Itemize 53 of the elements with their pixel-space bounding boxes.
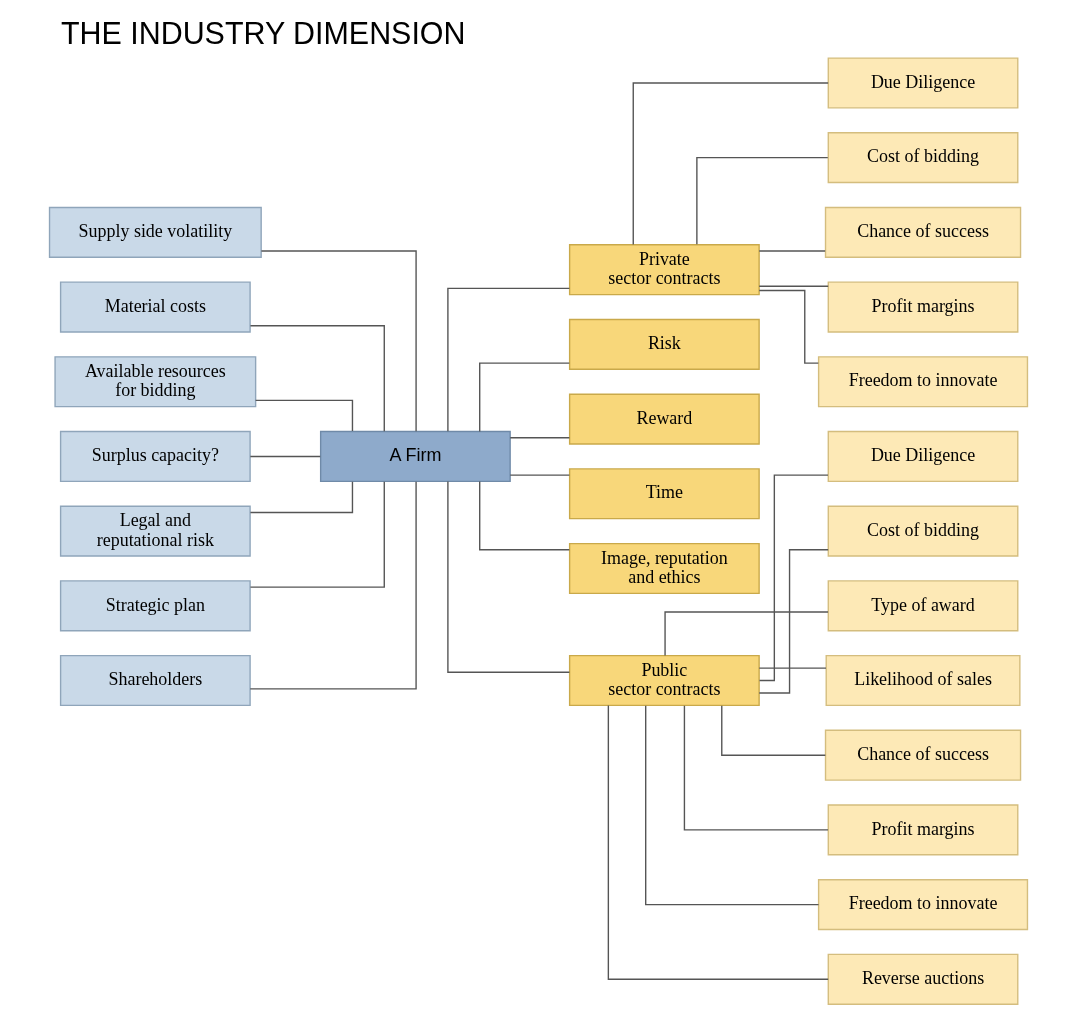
connector <box>758 667 827 669</box>
node-box: Risk <box>568 318 760 370</box>
node-box: Freedom to innovate <box>817 356 1028 408</box>
connector <box>446 287 570 432</box>
connector <box>260 250 417 432</box>
node-box: Available resources for bidding <box>53 356 256 408</box>
connector <box>249 481 353 514</box>
connector <box>758 285 829 287</box>
connector <box>509 474 570 476</box>
connector <box>720 705 826 756</box>
node-box: Strategic plan <box>59 580 251 632</box>
node-box: A Firm <box>319 430 511 483</box>
node-box: Surplus capacity? <box>59 430 251 483</box>
node-box: Chance of success <box>824 729 1021 781</box>
node-box: Type of award <box>827 580 1018 632</box>
node-box: Material costs <box>59 281 251 333</box>
connector <box>509 437 570 439</box>
node-box: Due Diligence <box>827 57 1018 109</box>
connector <box>478 362 570 433</box>
node-box: Supply side volatility <box>48 206 262 258</box>
connector <box>758 549 829 694</box>
connector <box>249 455 321 458</box>
node-box: Image, reputation and ethics <box>568 542 760 595</box>
node-box: Chance of success <box>824 206 1021 258</box>
connector <box>758 250 826 252</box>
node-box: Likelihood of sales <box>825 654 1021 707</box>
node-box: Time <box>568 468 760 520</box>
connector <box>478 480 570 551</box>
connector <box>758 474 829 682</box>
connector <box>695 156 828 245</box>
node-box: Private sector contracts <box>568 244 760 296</box>
connector <box>632 82 829 246</box>
node-box: Reverse auctions <box>827 953 1018 1005</box>
diagram-title: THE INDUSTRY DIMENSION <box>60 15 466 50</box>
node-box: Profit margins <box>827 281 1018 333</box>
node-box: Freedom to innovate <box>817 879 1028 931</box>
node-box: Due Diligence <box>827 430 1018 483</box>
node-box: Profit margins <box>827 804 1018 856</box>
connector <box>663 611 829 657</box>
connector <box>683 705 829 831</box>
connector <box>249 325 385 432</box>
node-box: Legal and reputational risk <box>59 505 251 557</box>
node-box: Cost of bidding <box>827 132 1018 184</box>
connector <box>249 481 417 690</box>
node-box: Cost of bidding <box>827 505 1018 557</box>
connector <box>607 704 829 980</box>
connector <box>644 705 819 906</box>
node-box: Shareholders <box>59 654 251 707</box>
node-box: Public sector contracts <box>568 654 760 707</box>
connector <box>254 399 353 432</box>
connector <box>249 480 385 588</box>
node-box: Reward <box>568 393 760 445</box>
connector <box>446 480 570 673</box>
